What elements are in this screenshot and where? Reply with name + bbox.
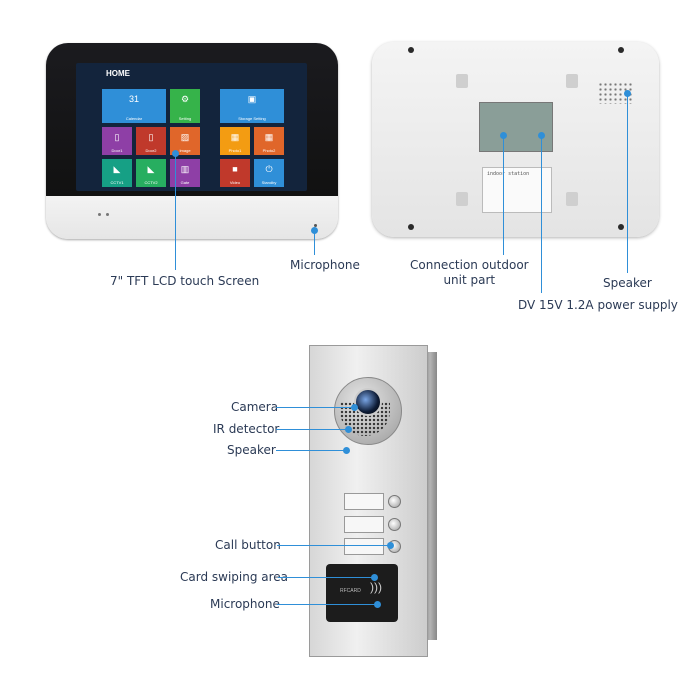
callout-dot: [343, 447, 350, 454]
callout-dot: [538, 132, 545, 139]
callout-dot: [387, 542, 394, 549]
outdoor-door-panel: RFCARD ))): [309, 345, 428, 657]
screen-title: HOME: [106, 69, 130, 78]
image-icon: ▨: [180, 132, 190, 142]
menu-tile-label: Gate: [180, 180, 190, 185]
speaker-monitor-label: Speaker: [603, 276, 652, 290]
door-icon: ▯: [114, 132, 120, 142]
callout-line: [175, 153, 176, 270]
callout-line: [276, 450, 346, 451]
menu-tile-storage-setting[interactable]: ▣ Storage Setting: [220, 89, 284, 123]
callout-dot: [351, 404, 358, 411]
callout-line: [277, 604, 377, 605]
indoor-monitor-back: indoor station: [372, 42, 659, 237]
camera-lens-icon: [354, 388, 382, 416]
photo-icon: ▦: [264, 132, 274, 142]
mount-slot: [456, 74, 468, 88]
screw-icon: [408, 224, 414, 230]
gate-icon: ▥: [180, 164, 190, 174]
menu-tile-cctv2[interactable]: ◣ CCTV2: [136, 159, 166, 187]
power-icon: ⏻: [265, 164, 273, 174]
indicator-led-icon: [106, 213, 109, 216]
connection-label: Connection outdoor unit part: [410, 258, 529, 287]
card-reader[interactable]: RFCARD ))): [326, 564, 398, 622]
door-icon: ▯: [148, 132, 154, 142]
microphone-hole-icon: [314, 224, 317, 227]
card-area-label: Card swiping area: [180, 570, 289, 584]
menu-tile-label: CCTV2: [144, 180, 158, 185]
menu-tile-video[interactable]: ■ Video: [220, 159, 250, 187]
menu-tile-label: Storage Setting: [238, 116, 266, 121]
menu-tile-label: Door1: [111, 148, 123, 153]
callout-dot: [500, 132, 507, 139]
menu-tile-label: Door2: [145, 148, 157, 153]
menu-tile-label: Calendar: [125, 116, 143, 121]
menu-tile-label: CCTV1: [110, 180, 124, 185]
callout-dot: [311, 227, 318, 234]
callout-dot: [374, 601, 381, 608]
callout-line: [278, 577, 374, 578]
microphone-monitor-label: Microphone: [290, 258, 360, 272]
screw-icon: [408, 47, 414, 53]
ir-detector-label: IR detector: [213, 422, 280, 436]
screw-icon: [618, 47, 624, 53]
camera-label: Camera: [231, 400, 279, 414]
name-plate: [344, 493, 384, 510]
microphone-panel-label: Microphone: [210, 597, 280, 611]
rating-sticker: indoor station: [482, 167, 552, 213]
menu-tile-photo1[interactable]: ▦ Photo1: [220, 127, 250, 155]
callout-line: [541, 135, 542, 293]
mount-slot: [566, 74, 578, 88]
callout-line: [627, 93, 628, 273]
call-button[interactable]: [388, 495, 401, 508]
menu-tile-door1[interactable]: ▯ Door1: [102, 127, 132, 155]
gear-icon: ⚙: [180, 94, 190, 104]
callout-dot: [624, 90, 631, 97]
callout-dot: [371, 574, 378, 581]
speaker-grille-icon: [598, 82, 632, 104]
menu-tile-standby[interactable]: ⏻ Standby: [254, 159, 284, 187]
callout-dot: [345, 426, 352, 433]
mount-slot: [566, 192, 578, 206]
cctv-icon: ◣: [147, 164, 155, 174]
power-supply-label: DV 15V 1.2A power supply: [518, 298, 678, 312]
menu-tile-setting[interactable]: ⚙ Setting: [170, 89, 200, 123]
video-icon: ■: [232, 164, 238, 174]
sticker-text: indoor station: [487, 171, 530, 177]
menu-tile-label: Image: [179, 148, 191, 153]
call-button-label: Call button: [215, 538, 281, 552]
menu-tile-door2[interactable]: ▯ Door2: [136, 127, 166, 155]
callout-line: [314, 230, 315, 255]
call-button[interactable]: [388, 518, 401, 531]
callout-line: [503, 135, 504, 255]
mount-slot: [456, 192, 468, 206]
calendar-icon: 31: [128, 94, 139, 104]
menu-tile-label: Photo1: [228, 148, 242, 153]
contactless-icon: ))): [370, 580, 382, 594]
connection-terminals: [479, 102, 553, 152]
touch-screen-label: 7" TFT LCD touch Screen: [110, 274, 260, 288]
name-plate: [344, 538, 384, 555]
photo-icon: ▦: [230, 132, 240, 142]
menu-tile-label: Standby: [261, 180, 277, 185]
callout-line: [277, 545, 390, 546]
menu-tile-label: Video: [229, 180, 241, 185]
menu-tile-label: Photo2: [262, 148, 276, 153]
cctv-icon: ◣: [113, 164, 121, 174]
menu-tile-cctv1[interactable]: ◣ CCTV1: [102, 159, 132, 187]
menu-tile-label: Setting: [178, 116, 192, 121]
callout-line: [276, 407, 354, 408]
name-plate: [344, 516, 384, 533]
menu-tile-photo2[interactable]: ▦ Photo2: [254, 127, 284, 155]
indicator-led-icon: [98, 213, 101, 216]
callout-dot: [172, 150, 179, 157]
speaker-panel-label: Speaker: [227, 443, 276, 457]
card-reader-label: RFCARD: [340, 588, 361, 594]
callout-line: [276, 429, 348, 430]
screw-icon: [618, 224, 624, 230]
storage-icon: ▣: [247, 94, 257, 104]
